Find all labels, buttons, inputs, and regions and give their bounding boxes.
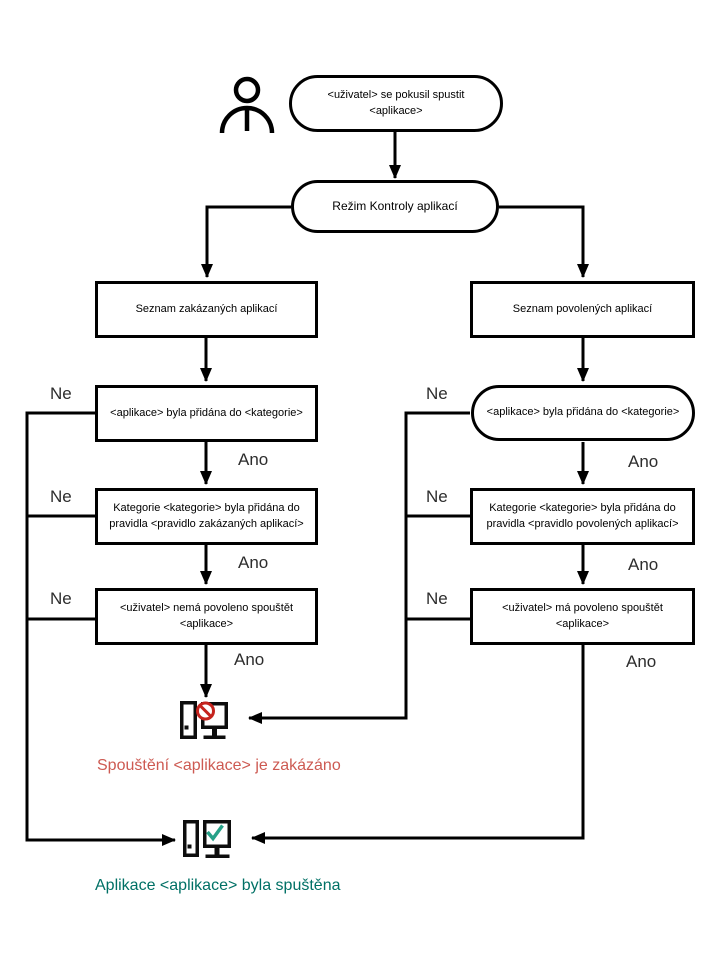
connector-right-no-rail — [248, 411, 470, 724]
result-app-launched: Aplikace <aplikace> byla spuštěna — [95, 877, 341, 894]
label-no: Ne — [50, 589, 72, 608]
node-denylist: Seznam zakázaných aplikací — [95, 281, 318, 338]
node-allowlist: Seznam povolených aplikací — [470, 281, 695, 338]
node-deny-user-check: <uživatel> nemá povoleno spouštět <aplik… — [95, 588, 318, 645]
node-application-control-mode: Režim Kontroly aplikací — [291, 180, 499, 233]
label-yes: Ano — [238, 553, 269, 572]
label-yes: Ano — [628, 452, 659, 471]
node-deny-category-check: <aplikace> byla přidána do <kategorie> — [95, 385, 318, 442]
node-allow-category-check: <aplikace> byla přidána do <kategorie> — [471, 385, 695, 441]
connector-left-no-rail — [25, 411, 176, 846]
label-no: Ne — [50, 384, 72, 403]
connector-mode-allowlist — [499, 205, 589, 278]
checkmark-icon — [206, 824, 224, 842]
label-no: Ne — [426, 384, 448, 403]
prohibition-icon — [196, 701, 215, 721]
label-no: Ne — [426, 589, 448, 608]
node-deny-rule-check: Kategorie <kategorie> byla přidána do pr… — [95, 488, 318, 545]
connector-allowuser-launched — [251, 645, 585, 844]
label-yes: Ano — [238, 450, 269, 469]
label-no: Ne — [50, 487, 72, 506]
connector-mode-denylist — [201, 205, 291, 278]
label-yes: Ano — [626, 652, 657, 671]
label-yes: Ano — [628, 555, 659, 574]
computer-launched-icon — [183, 820, 231, 858]
node-allow-rule-check: Kategorie <kategorie> byla přidána do pr… — [470, 488, 695, 545]
computer-blocked-icon — [180, 701, 228, 739]
user-icon — [219, 76, 275, 134]
node-allow-user-check: <uživatel> má povoleno spouštět <aplikac… — [470, 588, 695, 645]
label-yes: Ano — [234, 650, 265, 669]
result-start-denied: Spouštění <aplikace> je zakázáno — [97, 757, 341, 774]
label-no: Ne — [426, 487, 448, 506]
node-user-attempted-start: <uživatel> se pokusil spustit <aplikace> — [289, 75, 503, 132]
